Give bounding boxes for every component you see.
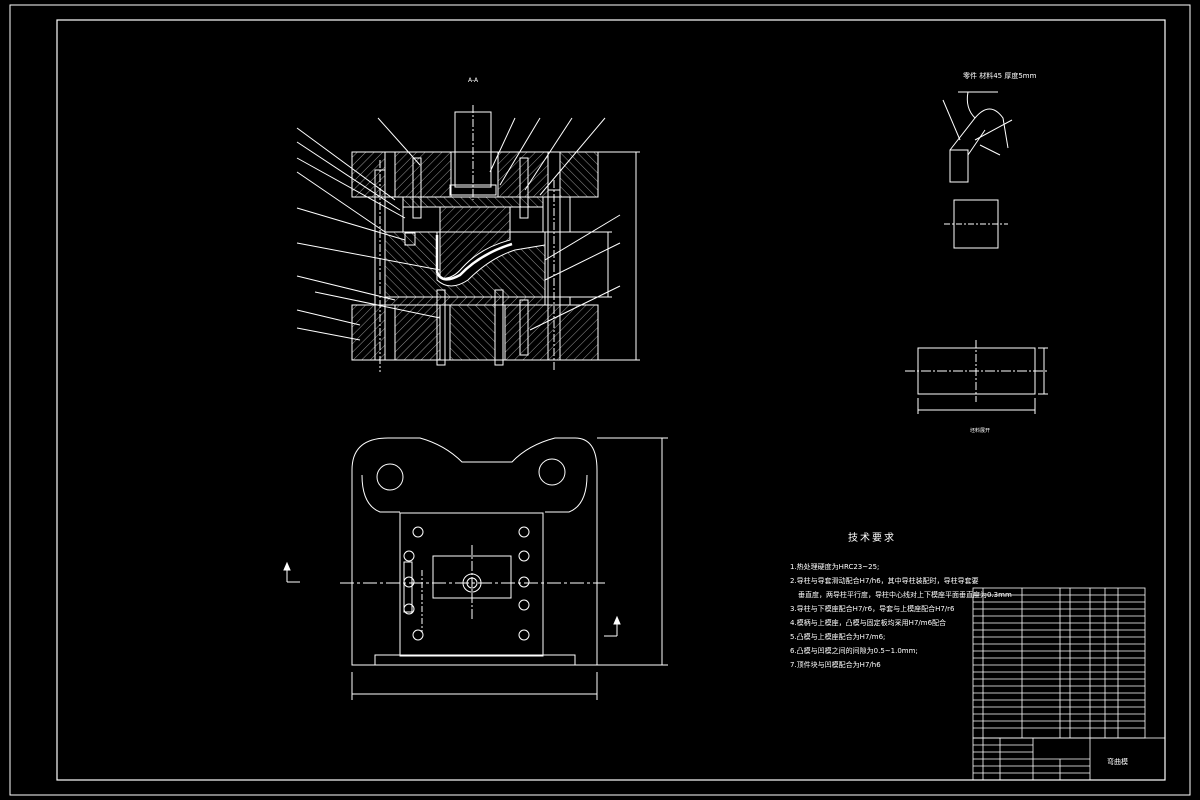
tech-line-2: 2.导柱与导套滑动配合H7/h6，其中导柱装配时，导柱导套要 xyxy=(790,577,979,585)
outer-border xyxy=(9,4,1191,796)
blank-label: 坯料展开 xyxy=(970,427,990,434)
guide-hole-right xyxy=(538,458,566,486)
tech-line-6: 5.凸模与上模座配合为H7/m6; xyxy=(790,633,886,641)
tech-line-8: 7.顶件块与凹模配合为H7/h6 xyxy=(790,661,881,669)
part-header: 零件 材料45 厚度5mm xyxy=(963,71,1037,80)
part-view: 零件 材料45 厚度5mm xyxy=(942,71,1037,249)
tech-line-1: 1.热处理硬度为HRC23~25; xyxy=(790,563,880,571)
tech-line-3: 垂直度，两导柱平行度，导柱中心线对上下模座平面垂直度为0.3mm xyxy=(798,591,1012,599)
section-label: A-A xyxy=(468,77,479,84)
tech-line-4: 3.导柱与下模座配合H7/r6，导套与上模座配合H7/r6 xyxy=(790,605,955,613)
base-outline xyxy=(351,437,598,666)
title-block-name: 弯曲模 xyxy=(1107,757,1128,766)
inner-border xyxy=(56,19,1166,781)
parts-list: 弯曲模 xyxy=(972,587,1166,781)
workpiece xyxy=(435,235,513,281)
tech-requirements: 技术要求 1.热处理硬度为HRC23~25; 2.导柱与导套滑动配合H7/h6，… xyxy=(790,532,1012,672)
plan-view xyxy=(283,437,668,700)
guide-hole-left xyxy=(376,463,404,491)
tech-line-5: 4.模柄与上模座，凸模与固定板均采用H7/m6配合 xyxy=(790,619,947,627)
section-view: A-A xyxy=(296,77,640,372)
tech-title: 技术要求 xyxy=(848,533,896,544)
blank-view: 坯料展开 xyxy=(905,340,1048,434)
die-block xyxy=(399,512,544,657)
bolt-holes xyxy=(403,526,530,641)
tech-line-7: 6.凸模与凹模之间的间隙为0.5~1.0mm; xyxy=(790,647,918,655)
